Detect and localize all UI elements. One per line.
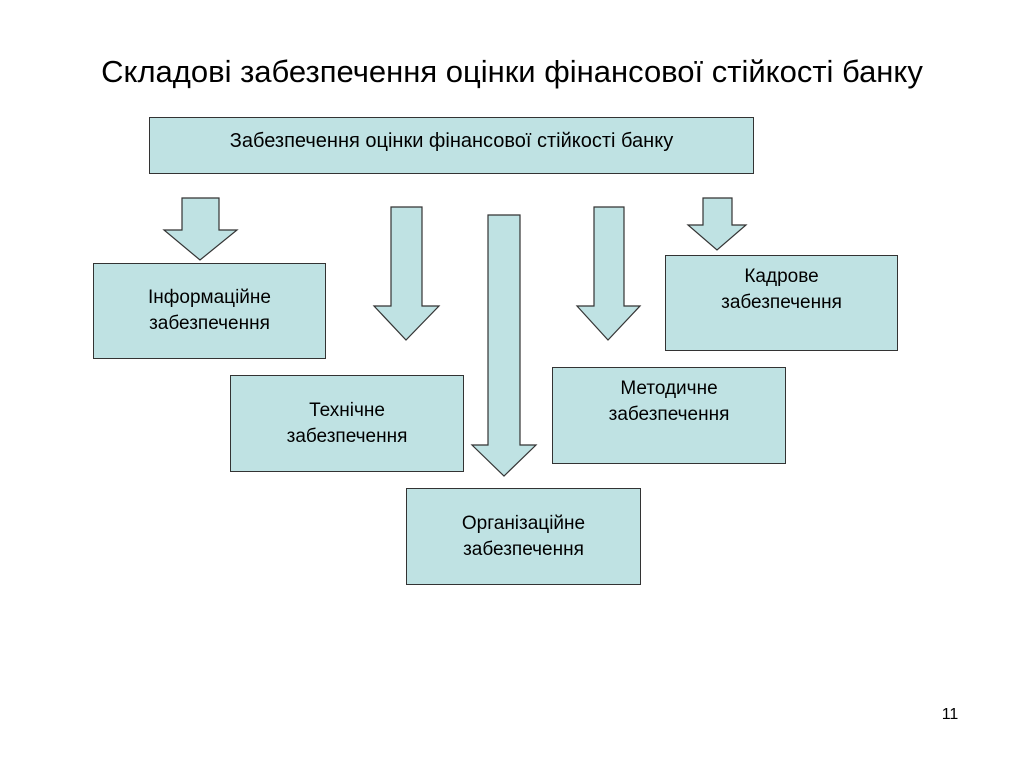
node-organizational: Організаційне забезпечення (406, 488, 641, 585)
page-number: 11 (941, 706, 959, 723)
arrow-organizational (470, 214, 538, 477)
node-methodical: Методичне забезпечення (552, 367, 786, 464)
arrow-methodical (575, 206, 642, 341)
slide-title: Складові забезпечення оцінки фінансової … (101, 54, 923, 89)
node-technical: Технічне забезпечення (230, 375, 464, 472)
root-node: Забезпечення оцінки фінансової стійкості… (149, 117, 754, 174)
arrow-technical (372, 206, 441, 341)
arrow-personnel (686, 197, 748, 251)
node-personnel-label: Кадрове забезпечення (721, 266, 842, 313)
arrow-informational (162, 197, 239, 261)
root-node-label: Забезпечення оцінки фінансової стійкості… (229, 130, 674, 152)
node-organizational-label: Організаційне забезпечення (461, 512, 586, 560)
node-personnel: Кадрове забезпечення (665, 255, 898, 351)
node-technical-label: Технічне забезпечення (286, 399, 408, 447)
node-methodical-label: Методичне забезпечення (608, 378, 730, 425)
node-informational: Інформаційне забезпечення (93, 263, 326, 359)
node-informational-label: Інформаційне забезпечення (148, 287, 271, 334)
